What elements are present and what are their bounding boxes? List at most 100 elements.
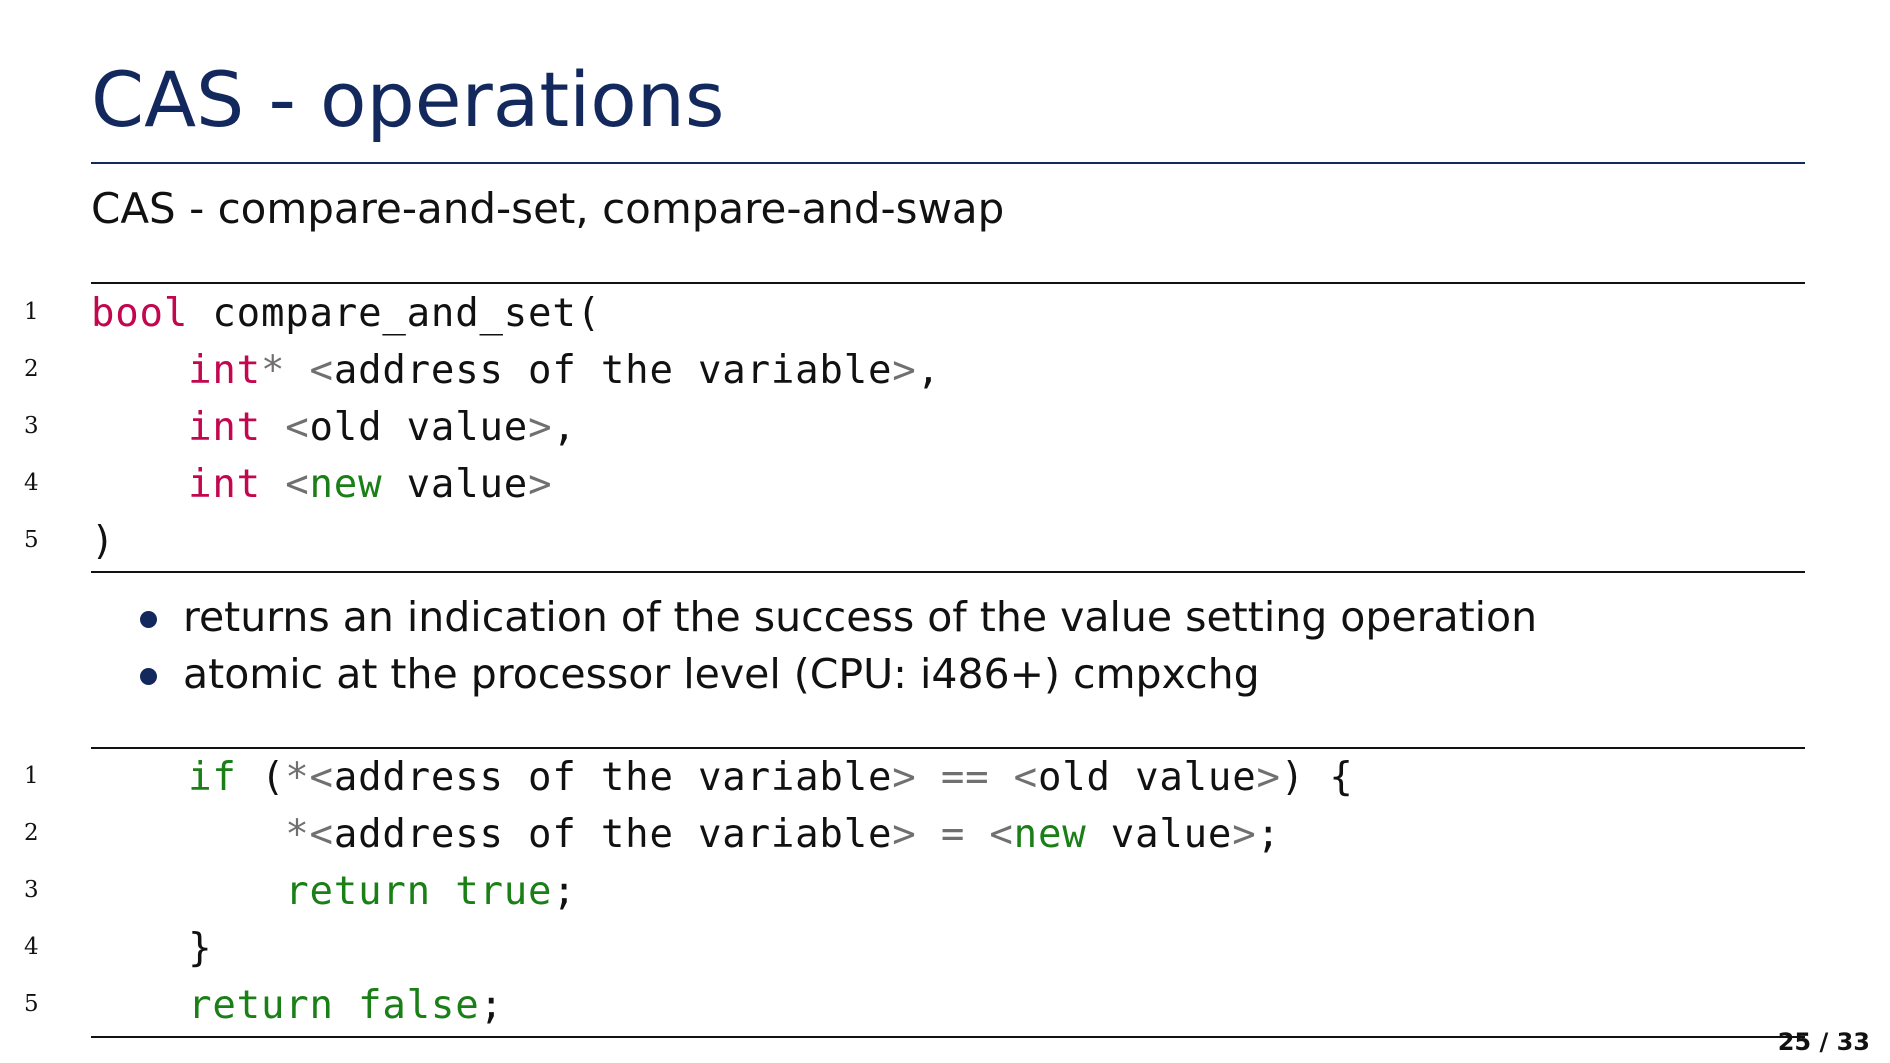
code-token: > — [528, 462, 553, 507]
code-token: > — [892, 755, 917, 800]
code-line: 2 *<address of the variable> = <new valu… — [0, 806, 1890, 863]
code-block-2-top-rule — [91, 747, 1805, 749]
code-token: new — [1013, 812, 1087, 857]
code-token: > — [1232, 812, 1257, 857]
code-token: false — [358, 983, 480, 1028]
code-text: } — [91, 920, 212, 977]
code-token: ; — [479, 983, 504, 1028]
code-block-2-bottom-rule — [91, 1036, 1805, 1038]
code-token: < — [285, 405, 310, 450]
code-token: < — [1013, 755, 1038, 800]
code-text: bool compare_and_set( — [91, 285, 601, 342]
code-token — [91, 869, 285, 914]
code-token: address of the variable — [333, 755, 893, 800]
code-token — [431, 869, 455, 914]
code-line: 3 int <old value>, — [0, 399, 1890, 456]
code-token: ; — [552, 869, 577, 914]
code-token — [91, 348, 188, 393]
code-token: ( — [236, 755, 286, 800]
code-token: *< — [285, 812, 334, 857]
code-token: , — [916, 348, 941, 393]
code-token: true — [455, 869, 553, 914]
code-token: value — [382, 462, 529, 507]
code-token — [285, 348, 309, 393]
code-line: 4 } — [0, 920, 1890, 977]
code-token: if — [188, 755, 237, 800]
bullet-text: returns an indication of the success of … — [183, 593, 1538, 641]
code-token — [334, 983, 358, 1028]
line-number: 1 — [24, 299, 39, 325]
line-number: 2 — [24, 356, 39, 382]
page-number: 25 / 33 — [1777, 1028, 1870, 1056]
code-token — [965, 812, 989, 857]
line-number: 5 — [24, 527, 39, 553]
code-line: 5 return false; — [0, 977, 1890, 1034]
code-token: > — [892, 348, 917, 393]
line-number: 2 — [24, 820, 39, 846]
line-number: 5 — [24, 991, 39, 1017]
code-token — [91, 462, 188, 507]
code-token: address of the variable — [333, 812, 893, 857]
code-token — [91, 983, 188, 1028]
code-text: *<address of the variable> = <new value>… — [91, 806, 1281, 863]
code-block-1-bottom-rule — [91, 571, 1805, 573]
code-token: < — [285, 462, 310, 507]
line-number: 4 — [24, 934, 39, 960]
code-token — [91, 812, 285, 857]
code-token: * — [260, 348, 286, 393]
line-number: 1 — [24, 763, 39, 789]
code-token — [989, 755, 1013, 800]
code-text: ) — [91, 513, 115, 570]
code-token: < — [309, 348, 334, 393]
code-token: == — [940, 755, 990, 800]
code-token — [917, 755, 941, 800]
code-token: int — [188, 462, 261, 507]
code-text: int <old value>, — [91, 399, 577, 456]
code-token: } — [91, 926, 213, 971]
code-token: ) { — [1280, 755, 1354, 800]
code-token: = — [940, 812, 966, 857]
code-token: *< — [285, 755, 334, 800]
code-token: value — [1086, 812, 1233, 857]
code-token: old value — [1037, 755, 1257, 800]
code-token: new — [309, 462, 383, 507]
code-token — [91, 755, 188, 800]
code-token: int — [188, 405, 261, 450]
title-divider — [91, 162, 1805, 164]
code-token: bool — [91, 291, 189, 336]
code-token: int — [188, 348, 261, 393]
code-text: int* <address of the variable>, — [91, 342, 941, 399]
line-number: 4 — [24, 470, 39, 496]
code-token: < — [989, 812, 1014, 857]
code-text: return false; — [91, 977, 504, 1034]
code-line: 5) — [0, 513, 1890, 570]
code-token: old value — [309, 405, 529, 450]
code-token: > — [892, 812, 917, 857]
code-token: return — [188, 983, 334, 1028]
code-text: if (*<address of the variable> == <old v… — [91, 749, 1354, 806]
code-token: ; — [1256, 812, 1281, 857]
code-token — [261, 405, 285, 450]
code-line: 4 int <new value> — [0, 456, 1890, 513]
bullet-item: atomic at the processor level (CPU: i486… — [91, 646, 1537, 703]
bullet-text: atomic at the processor level (CPU: i486… — [183, 650, 1260, 698]
code-token: > — [1256, 755, 1281, 800]
line-number: 3 — [24, 413, 39, 439]
code-token: address of the variable — [333, 348, 893, 393]
code-token: > — [528, 405, 553, 450]
slide-subtitle: CAS - compare-and-set, compare-and-swap — [91, 184, 1005, 233]
code-token: ) — [91, 519, 116, 564]
bullet-dot-icon — [140, 668, 157, 685]
code-line: 1 if (*<address of the variable> == <old… — [0, 749, 1890, 806]
code-token: , — [552, 405, 577, 450]
code-block-1-top-rule — [91, 282, 1805, 284]
bullet-list: returns an indication of the success of … — [91, 589, 1537, 703]
bullet-dot-icon — [140, 611, 157, 628]
code-line: 2 int* <address of the variable>, — [0, 342, 1890, 399]
code-line: 3 return true; — [0, 863, 1890, 920]
code-token: return — [285, 869, 431, 914]
code-text: int <new value> — [91, 456, 552, 513]
bullet-item: returns an indication of the success of … — [91, 589, 1537, 646]
code-token: compare_and_set( — [188, 291, 601, 336]
